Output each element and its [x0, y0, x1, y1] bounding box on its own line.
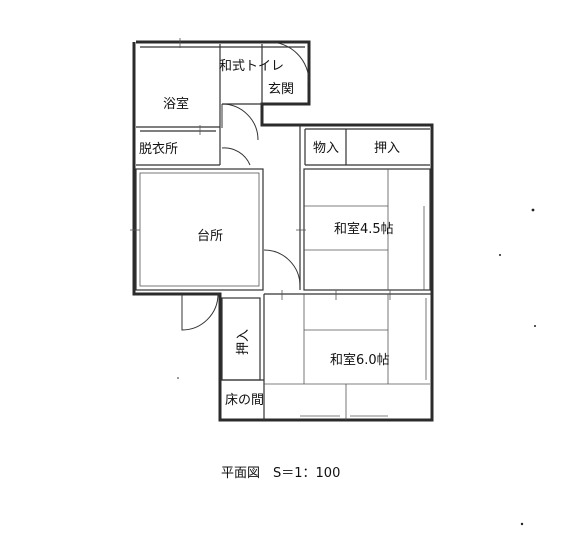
outer-walls — [132, 40, 434, 422]
interior-walls — [135, 44, 432, 420]
room-label-tokonoma: 床の間 — [225, 393, 264, 408]
scan-dot — [177, 377, 179, 379]
room-label-closet-top: 押入 — [374, 141, 400, 156]
room-label-washitsu-60: 和室6.0帖 — [330, 352, 390, 368]
room-label-kitchen: 台所 — [197, 229, 223, 244]
room-label-bath: 浴室 — [163, 96, 189, 112]
room-label-closet-left: 押入 — [236, 329, 251, 355]
room-label-washitsu-45: 和室4.5帖 — [334, 221, 394, 237]
room-label-toilet: 和式トイレ — [219, 59, 284, 74]
scan-dot — [499, 254, 501, 256]
room-label-entrance: 玄関 — [268, 82, 294, 97]
scan-dot — [531, 208, 535, 212]
tick-marks — [130, 38, 391, 417]
plan-caption: 平面図 S＝1：100 — [221, 466, 341, 481]
room-label-dressing: 脱衣所 — [139, 141, 178, 157]
room-label-storage: 物入 — [313, 141, 339, 156]
door-swings — [181, 41, 310, 331]
scan-dot — [520, 522, 524, 526]
scan-dot — [534, 325, 536, 327]
